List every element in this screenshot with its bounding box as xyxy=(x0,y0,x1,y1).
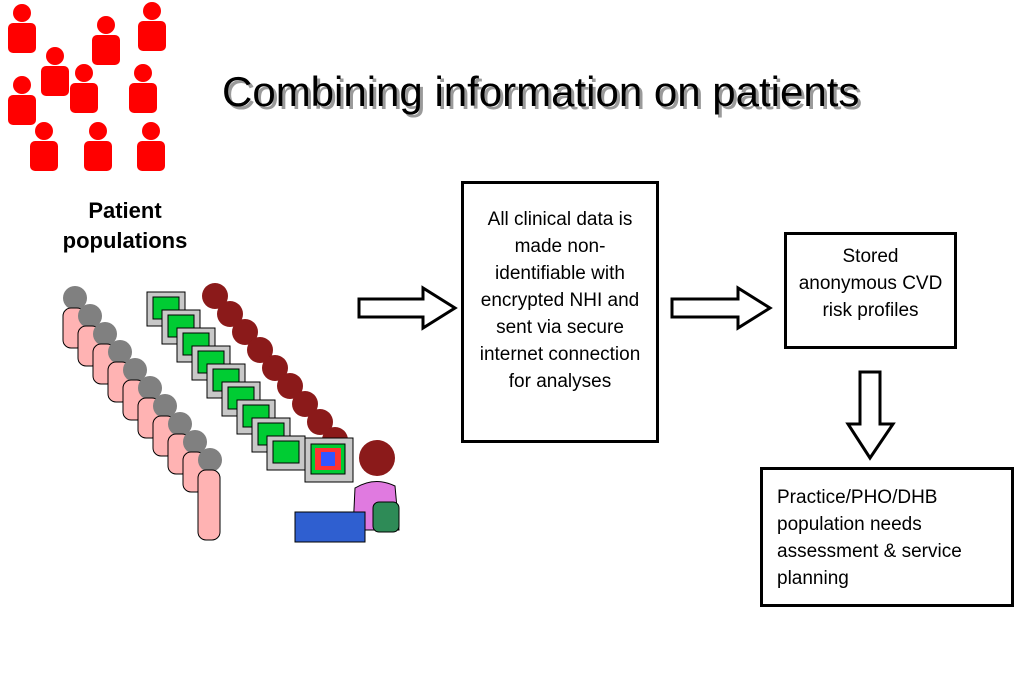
patient-row xyxy=(62,283,228,349)
arrow-down-icon xyxy=(845,370,896,461)
person-icon xyxy=(30,122,58,171)
person-icon xyxy=(137,122,165,171)
person-icon xyxy=(129,64,157,113)
planning-text: Practice/PHO/DHB population needs assess… xyxy=(777,487,962,589)
planning-box: Practice/PHO/DHB population needs assess… xyxy=(760,467,1014,607)
processing-box: All clinical data is made non-identifiab… xyxy=(461,181,659,443)
slide-title: Combining information on patients xyxy=(222,68,860,115)
patient-populations-label: Patient populations xyxy=(62,198,188,253)
person-icon xyxy=(84,122,112,171)
stored-profiles-text: Stored anonymous CVD risk profiles xyxy=(798,246,943,321)
operator-figure xyxy=(294,437,400,543)
processing-text: All clinical data is made non-identifiab… xyxy=(479,209,641,392)
person-icon xyxy=(41,47,69,96)
computer-workers-illustration xyxy=(62,283,400,543)
person-icon xyxy=(8,4,36,53)
patient-population-icon-group xyxy=(8,2,166,171)
person-icon xyxy=(92,16,120,65)
arrow-right-icon xyxy=(357,285,458,331)
person-icon xyxy=(138,2,166,51)
arrow-right-icon xyxy=(670,285,773,331)
person-icon xyxy=(70,64,98,113)
stored-profiles-box: Stored anonymous CVD risk profiles xyxy=(784,232,957,349)
person-icon xyxy=(8,76,36,125)
